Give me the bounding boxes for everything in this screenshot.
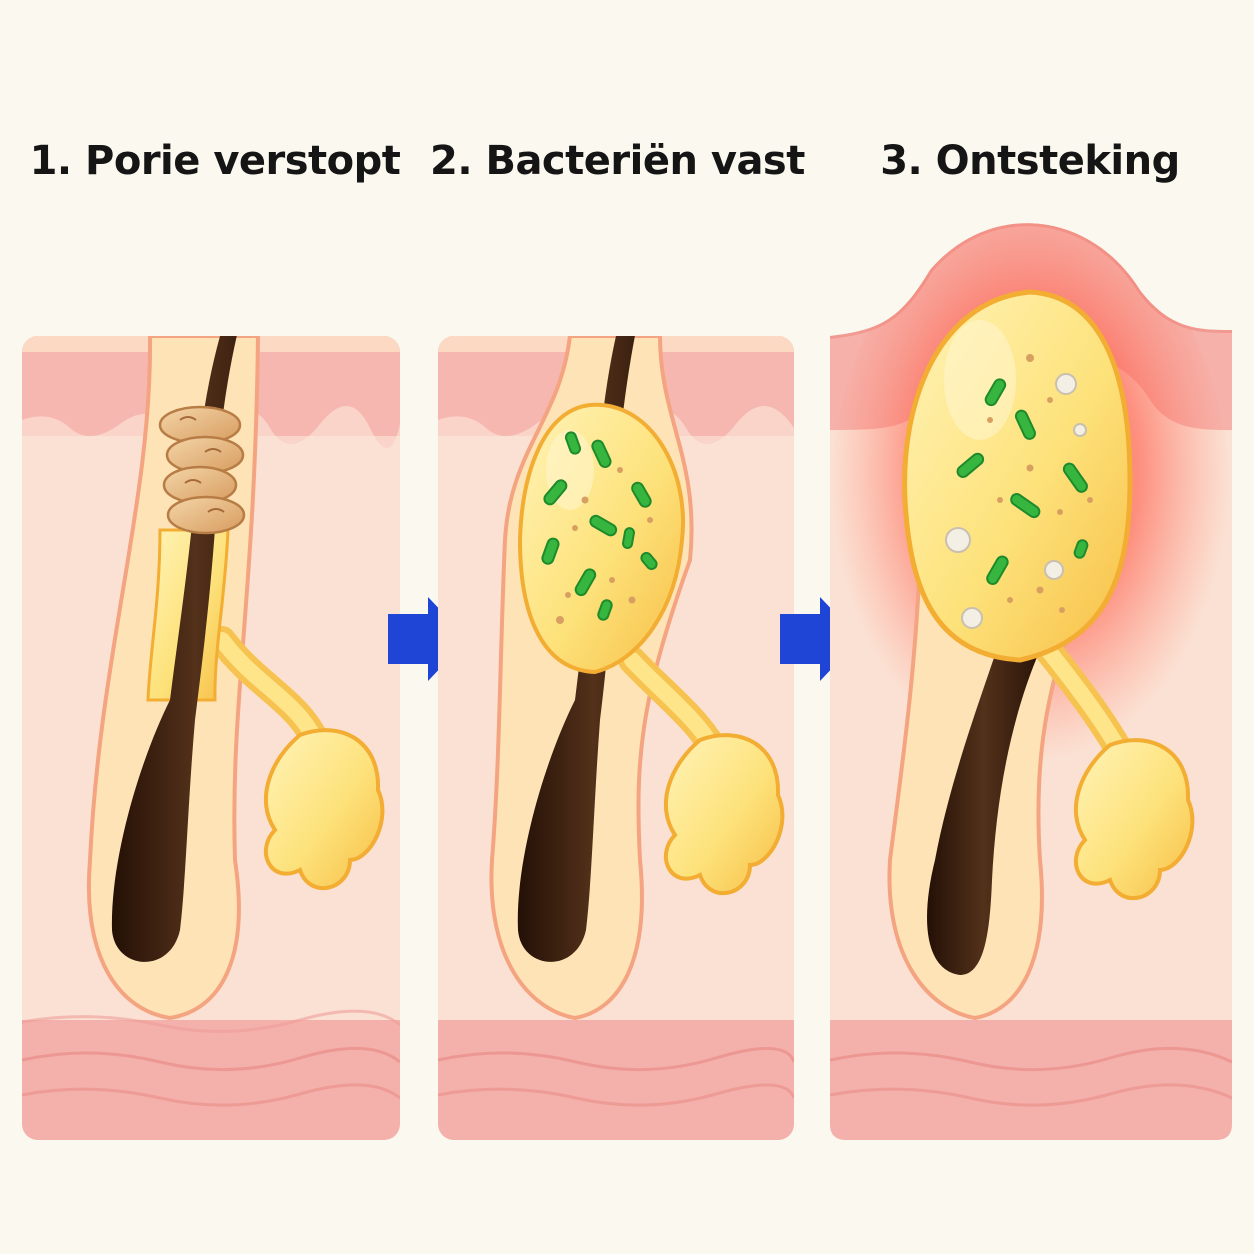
deep-skin-layer bbox=[22, 1020, 400, 1140]
panel-2-bacteria-trapped bbox=[438, 208, 794, 1140]
deep-skin-layer bbox=[830, 1020, 1232, 1140]
panel-1-clogged-pore bbox=[22, 208, 400, 1140]
pustule-sac bbox=[905, 292, 1130, 660]
deep-skin-layer bbox=[438, 1020, 794, 1140]
panel-3-inflammation bbox=[830, 200, 1232, 1140]
